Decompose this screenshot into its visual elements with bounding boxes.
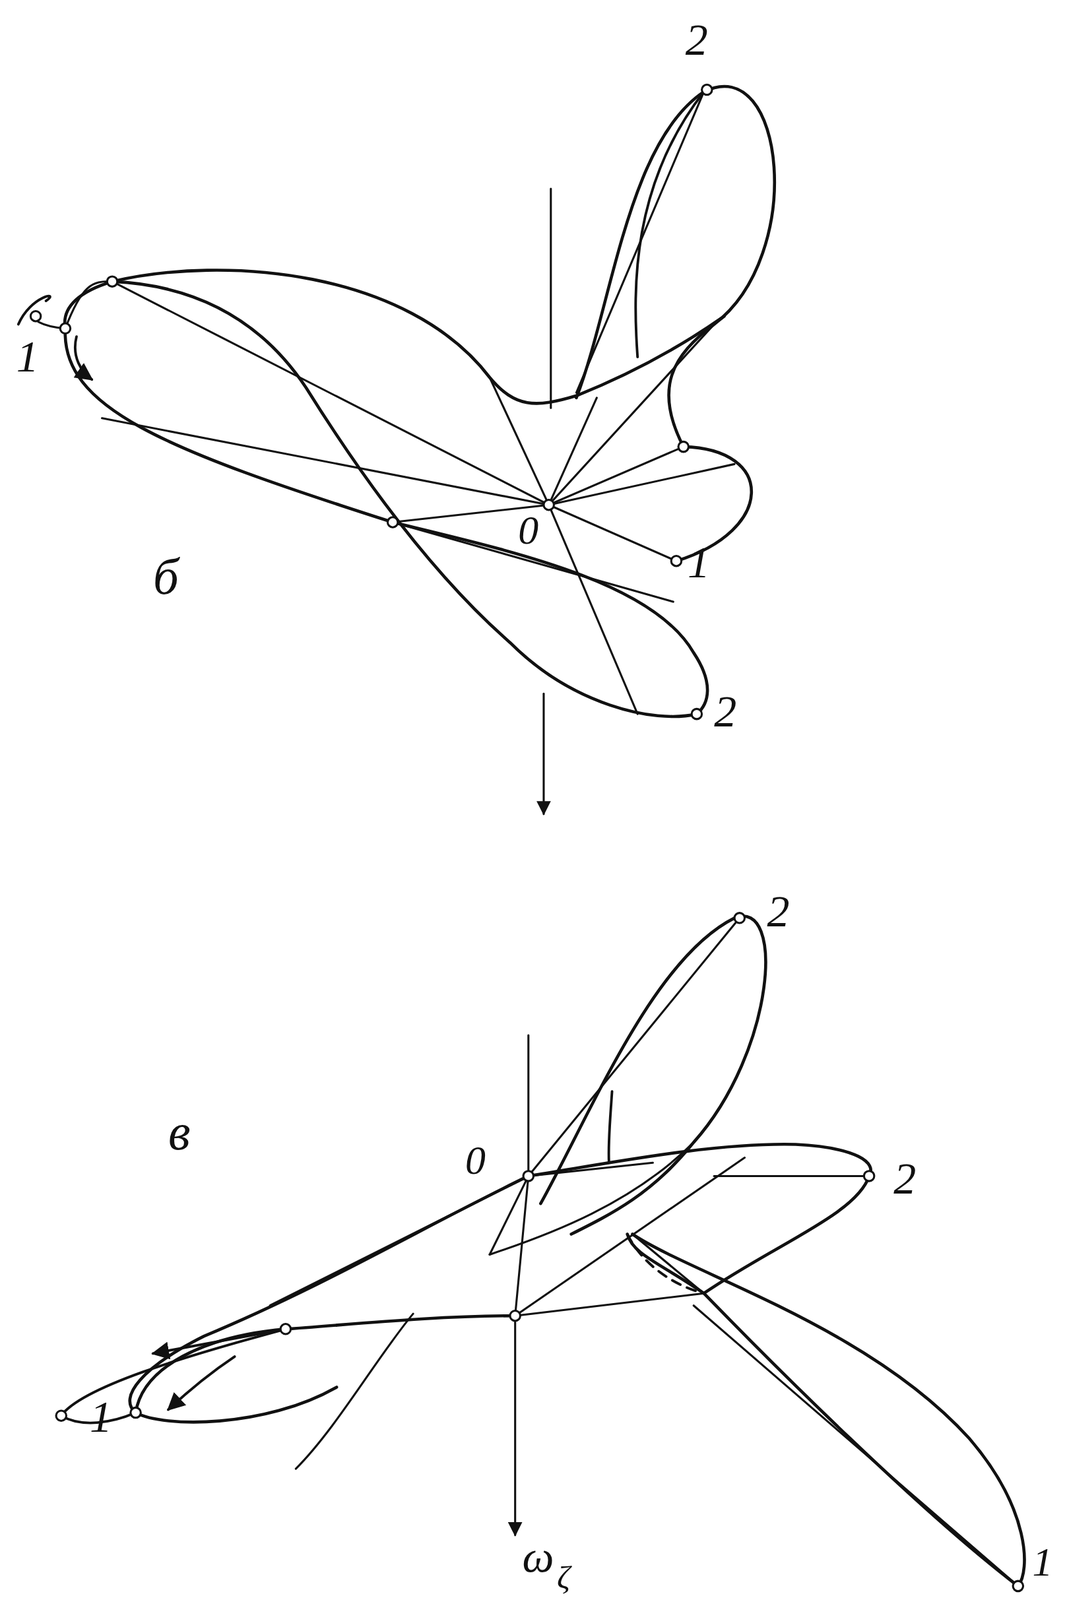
axis-subscript: ζ [556,1560,571,1593]
point-number: 2 [713,689,737,735]
point-number: 2 [685,18,709,64]
point-number: 2 [893,1156,916,1202]
point-number: 1 [687,540,711,586]
point-number: 1 [89,1395,113,1441]
figure-letter: б [153,550,179,602]
origin-label: 0 [465,1140,486,1182]
figure-letter: в [168,1106,191,1158]
point-number: 2 [767,889,790,935]
axis-symbol: ω [522,1535,555,1581]
origin-label: 0 [517,510,539,551]
point-number: 1 [16,334,39,380]
point-number: 1 [1032,1542,1053,1584]
